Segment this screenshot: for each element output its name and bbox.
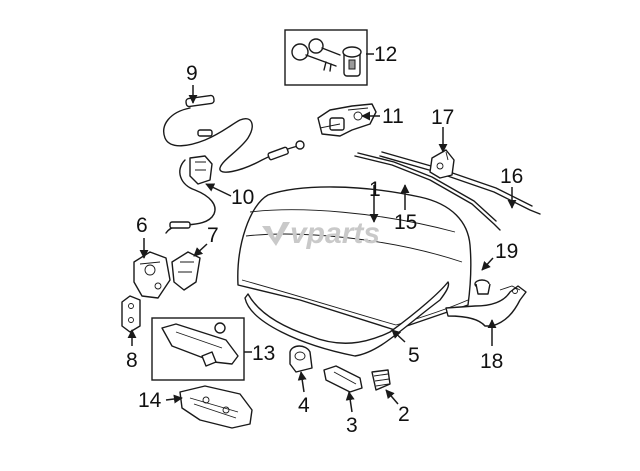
callout-7: 7 (207, 224, 219, 247)
latch-actuator[interactable] (317, 103, 377, 137)
callout-15: 15 (394, 211, 417, 234)
callout-14: 14 (138, 389, 162, 412)
callout-18: 18 (480, 350, 503, 373)
callout-16: 16 (500, 165, 523, 188)
torsion-bar-16[interactable] (379, 151, 541, 215)
key-icon (291, 38, 341, 72)
rubber-bumper[interactable] (371, 369, 391, 391)
trunk-latch[interactable] (133, 251, 171, 299)
callout-6: 6 (136, 214, 148, 237)
callout-8: 8 (126, 349, 138, 372)
watermark-text: vparts (290, 217, 380, 250)
callout-3: 3 (346, 414, 358, 437)
lock-cylinder-kit[interactable] (284, 29, 368, 86)
callout-5: 5 (408, 344, 420, 367)
callout-13: 13 (252, 342, 275, 365)
callout-10: 10 (231, 186, 254, 209)
trunk-lid-weatherstrip[interactable] (244, 281, 450, 357)
vparts-logo: vparts (262, 217, 380, 250)
leader-lines (127, 53, 517, 413)
latch-bracket-kit[interactable] (151, 317, 245, 381)
trunk-striker[interactable] (121, 295, 141, 333)
callout-2: 2 (398, 403, 410, 426)
callout-9: 9 (186, 62, 198, 85)
callout-17: 17 (431, 106, 454, 129)
release-cable-upper[interactable] (163, 94, 305, 173)
callout-labels: 1 2 3 4 5 6 7 8 9 10 11 12 13 14 15 16 1… (126, 43, 523, 437)
release-cable-lower[interactable] (165, 155, 216, 234)
callout-4: 4 (298, 394, 310, 417)
lock-cylinder-icon (342, 46, 362, 77)
clip-strip[interactable] (323, 365, 363, 393)
callout-18-19: 19 (495, 240, 518, 263)
callout-12: 12 (374, 43, 397, 66)
trunk-handle[interactable] (179, 385, 253, 429)
callout-11: 11 (382, 105, 404, 128)
callout-1: 1 (369, 178, 381, 201)
trunk-hinge[interactable] (445, 285, 527, 327)
hinge-bracket[interactable] (429, 149, 455, 179)
lid-mount[interactable] (289, 345, 313, 373)
torsion-bar-15[interactable] (354, 152, 501, 231)
latch-cover[interactable] (171, 251, 201, 291)
bumper-stopper[interactable] (474, 279, 491, 295)
trunk-lid[interactable] (237, 186, 472, 331)
